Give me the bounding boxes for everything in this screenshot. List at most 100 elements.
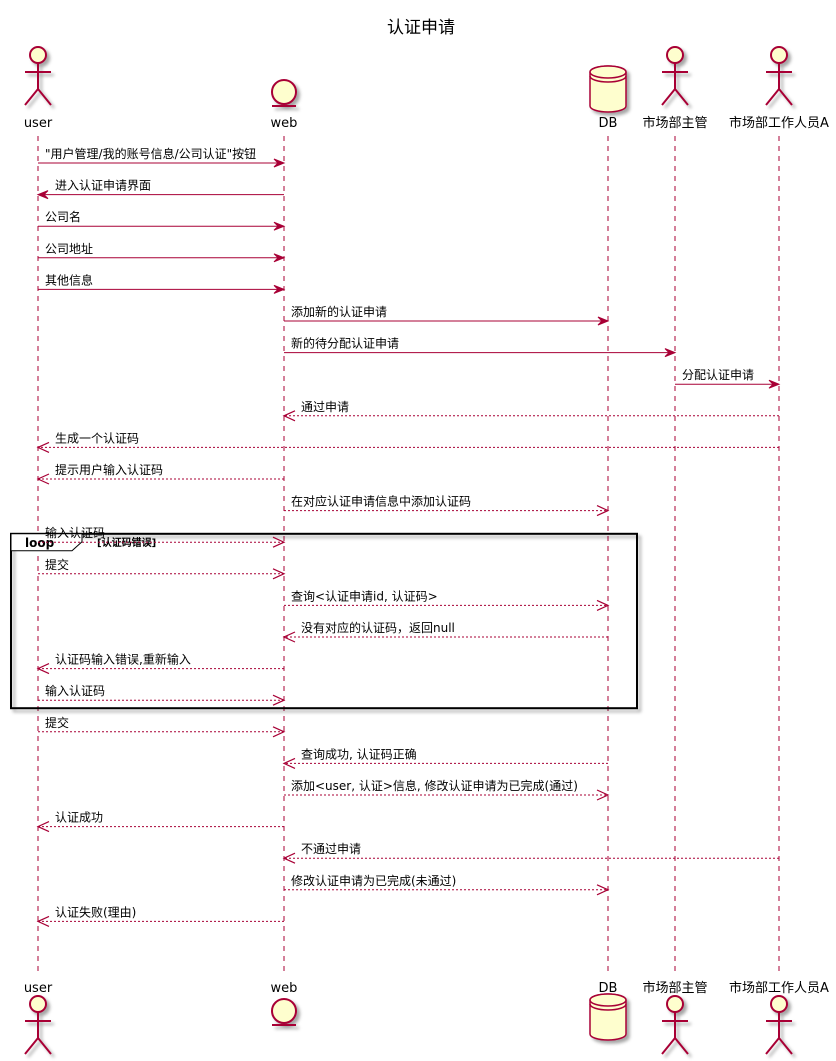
arrowhead xyxy=(664,348,677,358)
participant-name: 市场部主管 xyxy=(642,980,707,996)
message-22: 认证成功 xyxy=(36,811,284,833)
diagram-title: 认证申请 xyxy=(387,18,455,38)
arrowhead xyxy=(596,789,610,801)
participant-name: DB xyxy=(599,116,618,131)
message-label: 在对应认证申请信息中添加认证码 xyxy=(291,494,471,509)
participant-staff-top: 市场部工作人员A xyxy=(729,46,829,131)
arrowhead xyxy=(36,821,50,833)
message-label: 通过申请 xyxy=(301,400,349,414)
actor-icon xyxy=(765,995,793,1055)
message-label: 提交 xyxy=(45,715,69,730)
message-label: 提交 xyxy=(45,557,69,572)
participant-name: user xyxy=(24,116,53,131)
message-label: 分配认证申请 xyxy=(682,368,754,382)
arrowhead xyxy=(596,505,610,517)
arrowhead xyxy=(282,852,296,864)
message-7: 新的待分配认证申请 xyxy=(284,336,677,358)
entity-icon xyxy=(271,998,297,1026)
message-label: 公司名 xyxy=(45,209,81,224)
message-label: 生成一个认证码 xyxy=(55,431,139,445)
arrowhead xyxy=(282,631,296,643)
message-label: 不通过申请 xyxy=(301,842,361,856)
participant-staff-bottom: 市场部工作人员A xyxy=(729,980,829,1055)
database-icon xyxy=(589,65,627,113)
message-label: 认证失败(理由) xyxy=(55,904,136,919)
loop-frame: loop[认证码错误] xyxy=(10,532,638,710)
message-14: 提交 xyxy=(38,557,286,580)
actor-icon xyxy=(765,46,793,106)
participant-name: web xyxy=(271,116,298,131)
message-1: "用户管理/我的账号信息/公司认证"按钮 xyxy=(38,146,286,168)
message-label: 认证码输入错误,重新输入 xyxy=(55,652,191,667)
message-23: 不通过申请 xyxy=(282,842,779,864)
message-label: 输入认证码 xyxy=(45,525,105,540)
participant-mgr-top: 市场部主管 xyxy=(642,46,708,131)
arrowhead xyxy=(272,536,286,548)
message-9: 通过申请 xyxy=(282,400,779,422)
arrowhead xyxy=(282,410,296,422)
participant-db-top: DB xyxy=(589,65,627,131)
participants: useruserwebwebDBDB市场部主管市场部主管市场部工作人员A市场部工… xyxy=(24,46,829,1055)
arrowhead xyxy=(273,221,286,231)
message-8: 分配认证申请 xyxy=(675,368,781,389)
arrowhead xyxy=(273,158,286,168)
participant-name: 市场部工作人员A xyxy=(729,115,829,131)
message-label: 查询成功, 认证码正确 xyxy=(301,747,417,761)
message-label: 修改认证申请为已完成(未通过) xyxy=(291,873,456,888)
arrowhead xyxy=(597,316,610,326)
message-10: 生成一个认证码 xyxy=(36,431,779,453)
message-label: 其他信息 xyxy=(45,272,93,287)
message-19: 提交 xyxy=(38,715,286,738)
participant-name: web xyxy=(271,981,298,996)
message-label: 没有对应的认证码，返回null xyxy=(301,620,455,635)
message-11: 提示用户输入认证码 xyxy=(36,462,284,485)
message-12: 在对应认证申请信息中添加认证码 xyxy=(284,494,610,517)
participant-user-bottom: user xyxy=(24,981,53,1055)
participant-web-bottom: web xyxy=(271,981,298,1026)
loop-box xyxy=(10,532,638,710)
message-13: 输入认证码 xyxy=(38,525,286,548)
actor-icon xyxy=(24,995,52,1055)
arrowhead xyxy=(273,253,286,263)
participant-web-top: web xyxy=(271,79,298,131)
message-label: 添加新的认证申请 xyxy=(291,304,387,319)
message-3: 公司名 xyxy=(38,209,286,231)
participant-user-top: user xyxy=(24,46,53,131)
message-2: 进入认证申请界面 xyxy=(36,179,284,200)
arrowhead xyxy=(36,473,50,485)
message-4: 公司地址 xyxy=(38,242,286,263)
message-16: 没有对应的认证码，返回null xyxy=(282,620,608,643)
message-label: 认证成功 xyxy=(55,811,103,825)
arrowhead xyxy=(36,915,50,927)
arrowhead xyxy=(272,726,286,738)
participant-db-bottom: DB xyxy=(589,981,627,1041)
arrowhead xyxy=(36,663,50,675)
message-5: 其他信息 xyxy=(38,272,286,294)
arrowhead xyxy=(596,599,610,611)
arrowhead xyxy=(36,441,50,453)
message-17: 认证码输入错误,重新输入 xyxy=(36,652,284,675)
participant-name: 市场部主管 xyxy=(642,115,707,131)
message-20: 查询成功, 认证码正确 xyxy=(282,747,608,769)
arrowhead xyxy=(272,694,286,706)
entity-icon xyxy=(271,79,297,107)
actor-icon xyxy=(661,46,689,106)
messages: "用户管理/我的账号信息/公司认证"按钮进入认证申请界面公司名公司地址其他信息添… xyxy=(36,146,781,927)
arrowhead xyxy=(596,884,610,896)
database-icon xyxy=(589,993,627,1041)
actor-icon xyxy=(661,995,689,1055)
message-label: 输入认证码 xyxy=(45,683,105,698)
message-18: 输入认证码 xyxy=(38,683,286,706)
message-6: 添加新的认证申请 xyxy=(284,304,610,326)
message-15: 查询<认证申请id, 认证码> xyxy=(284,589,610,611)
participant-mgr-bottom: 市场部主管 xyxy=(642,980,708,1055)
arrowhead xyxy=(282,757,296,769)
participant-name: 市场部工作人员A xyxy=(729,980,829,996)
message-label: 进入认证申请界面 xyxy=(55,179,151,193)
lifelines xyxy=(37,136,780,975)
message-21: 添加<user, 认证>信息, 修改认证申请为已完成(通过) xyxy=(284,778,610,801)
actor-icon xyxy=(24,46,52,106)
arrowhead xyxy=(272,568,286,580)
message-label: 公司地址 xyxy=(45,242,93,256)
message-label: "用户管理/我的账号信息/公司认证"按钮 xyxy=(45,146,256,161)
